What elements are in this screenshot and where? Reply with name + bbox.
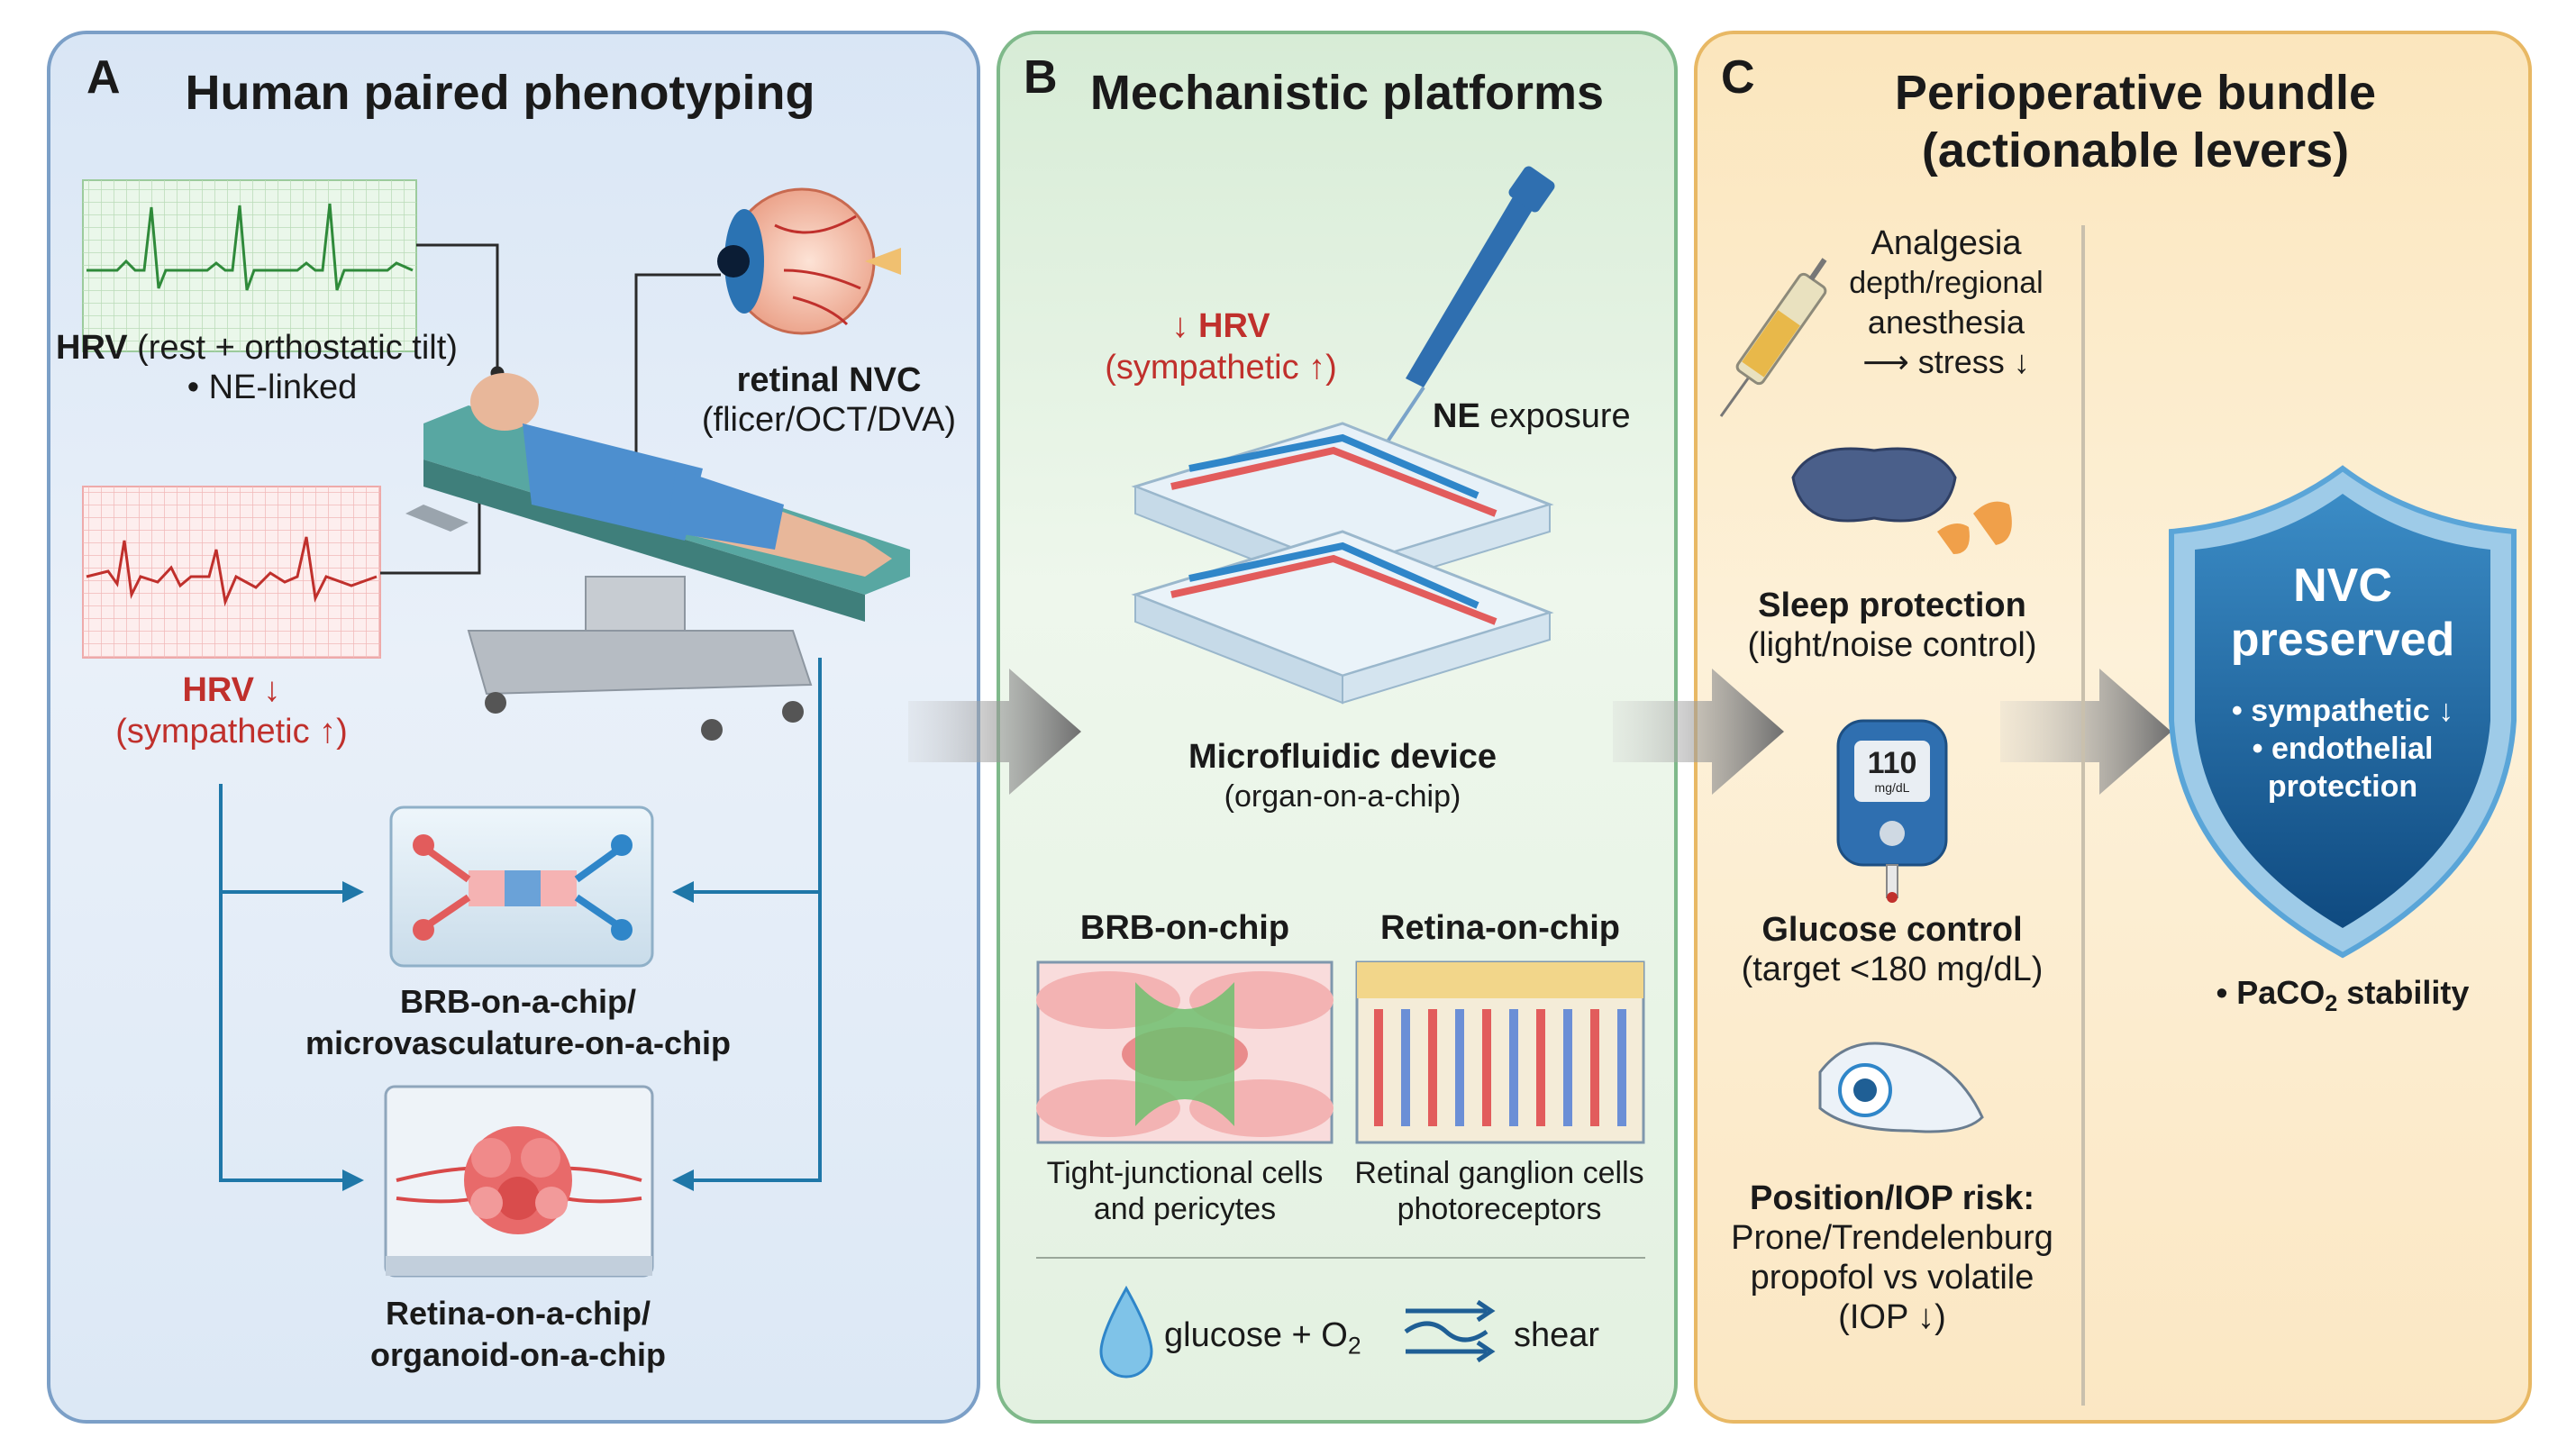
b-sympathetic-up-label: (sympathetic ↑) (1105, 349, 1337, 387)
position-iop-title: Position/IOP risk: (1749, 1179, 2035, 1217)
shear-flow-icon (1404, 1299, 1496, 1363)
retina-chip-label-1: Retina-on-a-chip/ (386, 1295, 651, 1332)
meter-value: 110 (1867, 746, 1917, 780)
retina-organoid-chip-icon (384, 1085, 654, 1278)
brb-caption-2: and pericytes (1093, 1192, 1277, 1226)
brb-on-chip-image (1036, 960, 1334, 1144)
brb-caption-1: Tight-junctional cells (1046, 1156, 1324, 1190)
retina-caption-1: Retinal ganglion cells (1354, 1156, 1644, 1190)
hrv-rest-rest: (rest + orthostatic tilt) (127, 329, 458, 367)
sleep-protection-sub: (light/noise control) (1747, 626, 2037, 664)
meter-unit: mg/dL (1874, 780, 1910, 795)
ne-rest: exposure (1479, 397, 1631, 435)
glucose-control-title: Glucose control (1761, 911, 2023, 949)
paco2-main: • PaCO (2216, 974, 2326, 1011)
microfluidic-device-sub: (organ-on-a-chip) (1224, 779, 1461, 814)
brb-on-chip-title: BRB-on-chip (1079, 909, 1290, 947)
face-eye-icon (1818, 1042, 1984, 1133)
hrv-down-label: HRV ↓ (182, 671, 281, 709)
microfluidic-device-icon (1131, 422, 1554, 705)
hrv-rest-bold: HRV (56, 329, 128, 367)
panel-a-title: Human paired phenotyping (185, 66, 815, 120)
glucose-sub: 2 (1347, 1332, 1361, 1360)
glucose-main: glucose + O (1164, 1316, 1348, 1354)
shield-title-2: preserved (2230, 614, 2455, 666)
panel-c-title-1: Perioperative bundle (1894, 66, 2377, 120)
shield-bullet-2: • endothelial (2252, 732, 2434, 766)
flow-arrows (219, 658, 822, 1191)
paco2-sub: 2 (2325, 991, 2338, 1017)
ne-exposure-label: NE exposure (1433, 396, 1631, 436)
panel-b-title: Mechanistic platforms (1089, 66, 1605, 120)
analgesia-line-2: depth/regional (1849, 266, 2044, 300)
arrow-c-to-shield (2000, 669, 2171, 795)
glucose-meter-icon (1836, 719, 1948, 903)
ne-bold: NE (1433, 397, 1480, 435)
brb-chip-icon (389, 805, 654, 968)
analgesia-line-4: ⟶ stress ↓ (1862, 343, 2030, 380)
ecg-normal-graphic (82, 179, 417, 352)
glucose-control-sub: (target <180 mg/dL) (1741, 951, 2044, 988)
patient-bed-illustration (405, 373, 910, 741)
position-line-2: propofol vs volatile (1750, 1259, 2034, 1297)
ne-linked-label: • NE-linked (187, 369, 358, 406)
panel-c-title-2: (actionable levers) (1921, 123, 2350, 177)
analgesia-line-1: Analgesia (1871, 224, 2022, 262)
paco2-stability-label: • PaCO2 stability (2180, 973, 2505, 1024)
sympathetic-up-label: (sympathetic ↑) (115, 713, 348, 751)
shield-title-1: NVC (2293, 560, 2392, 612)
retina-on-chip-image (1355, 960, 1645, 1144)
panel-b (997, 31, 1678, 1424)
analgesia-line-3: anesthesia (1867, 304, 2025, 341)
position-line-1: Prone/Trendelenburg (1731, 1219, 2053, 1257)
shield-bullet-3: protection (2267, 769, 2418, 804)
b-hrv-down-label: ↓ HRV (1171, 307, 1270, 345)
paco2-rest: stability (2337, 974, 2470, 1011)
panel-b-letter: B (1024, 51, 1058, 104)
arrow-a-to-b (908, 669, 1081, 795)
position-line-3: (IOP ↓) (1838, 1298, 1946, 1336)
shield-icon (2169, 465, 2517, 959)
microfluidic-device-title: Microfluidic device (1188, 738, 1497, 776)
glucose-o2-label: glucose + O2 (1164, 1315, 1361, 1366)
retina-caption-2: photoreceptors (1397, 1192, 1602, 1226)
shear-label: shear (1514, 1316, 1600, 1354)
syringe-icon (1719, 258, 1827, 417)
hrv-rest-label: HRV (rest + orthostatic tilt) (56, 328, 458, 368)
retinal-nvc-title: retinal NVC (736, 361, 922, 399)
brb-chip-label-2: microvasculature-on-a-chip (305, 1024, 732, 1061)
sleep-protection-title: Sleep protection (1758, 587, 2026, 624)
eye-icon (717, 187, 901, 335)
panel-c-letter: C (1721, 51, 1755, 104)
pipette-icon (1371, 166, 1555, 487)
water-drop-icon (1099, 1285, 1153, 1379)
retina-chip-label-2: organoid-on-a-chip (370, 1336, 666, 1373)
arrow-b-to-c (1613, 669, 1784, 795)
retinal-nvc-sub: (flicer/OCT/DVA) (701, 401, 957, 439)
brb-chip-label-1: BRB-on-a-chip/ (400, 983, 636, 1020)
ecg-abnormal-graphic (82, 486, 381, 659)
shield-bullet-1: • sympathetic ↓ (2231, 694, 2454, 728)
retina-on-chip-title: Retina-on-chip (1380, 909, 1620, 947)
sleep-mask-icon (1791, 447, 2012, 554)
panel-a-letter: A (86, 51, 121, 104)
